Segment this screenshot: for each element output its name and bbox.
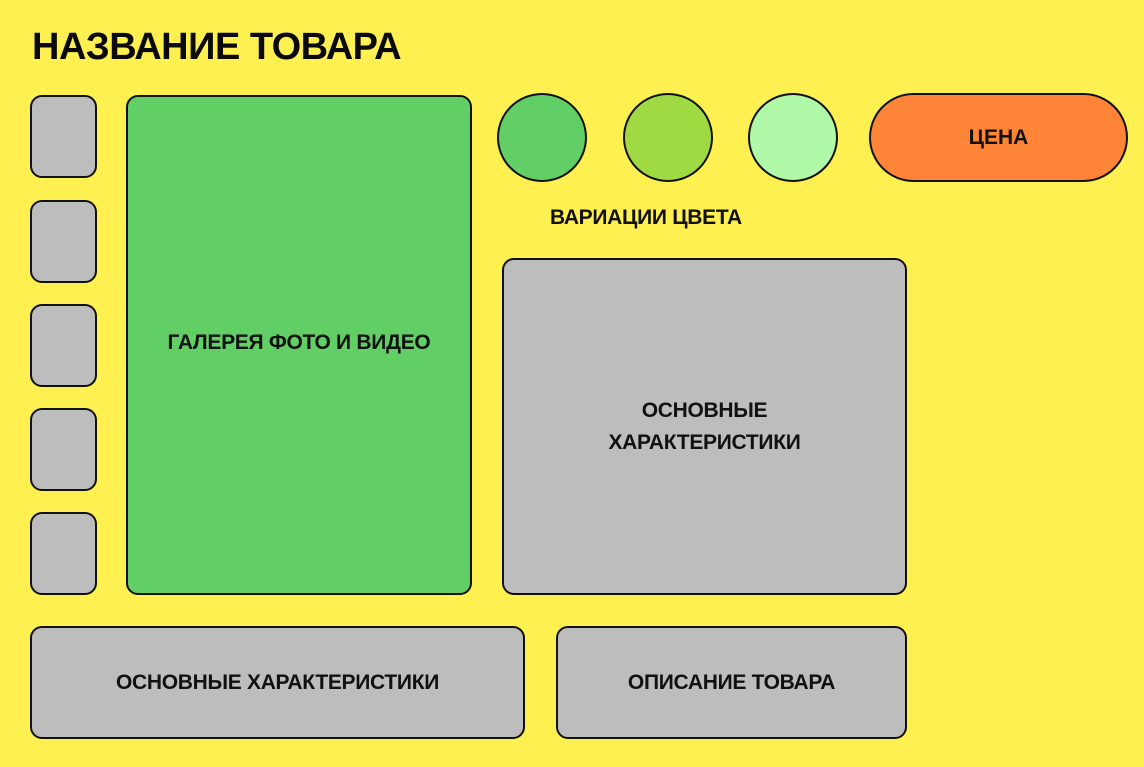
main-specs-panel: ОСНОВНЫЕ ХАРАКТЕРИСТИКИ xyxy=(502,258,907,595)
color-swatch-green[interactable] xyxy=(497,93,587,182)
thumbnail-5[interactable] xyxy=(30,512,97,595)
color-swatch-light-green[interactable] xyxy=(748,93,838,182)
product-title: НАЗВАНИЕ ТОВАРА xyxy=(32,26,402,68)
description-label: ОПИСАНИЕ ТОВАРА xyxy=(627,670,836,694)
color-swatch-lime[interactable] xyxy=(623,93,713,182)
specs-section[interactable]: ОСНОВНЫЕ ХАРАКТЕРИСТИКИ xyxy=(30,626,525,739)
thumbnail-3[interactable] xyxy=(30,304,97,387)
price-badge: ЦЕНА xyxy=(869,93,1128,182)
price-label: ЦЕНА xyxy=(968,125,1029,149)
thumbnail-4[interactable] xyxy=(30,408,97,491)
photo-video-gallery[interactable]: ГАЛЕРЕЯ ФОТО И ВИДЕО xyxy=(126,95,472,595)
color-variations-label: ВАРИАЦИИ ЦВЕТА xyxy=(550,206,742,229)
specs-section-label: ОСНОВНЫЕ ХАРАКТЕРИСТИКИ xyxy=(115,670,440,694)
description-section[interactable]: ОПИСАНИЕ ТОВАРА xyxy=(556,626,907,739)
gallery-label: ГАЛЕРЕЯ ФОТО И ВИДЕО xyxy=(167,331,431,354)
thumbnail-1[interactable] xyxy=(30,95,97,178)
specs-line-2: ХАРАКТЕРИСТИКИ xyxy=(608,430,801,454)
specs-line-1: ОСНОВНЫЕ xyxy=(641,399,768,422)
thumbnail-2[interactable] xyxy=(30,200,97,283)
